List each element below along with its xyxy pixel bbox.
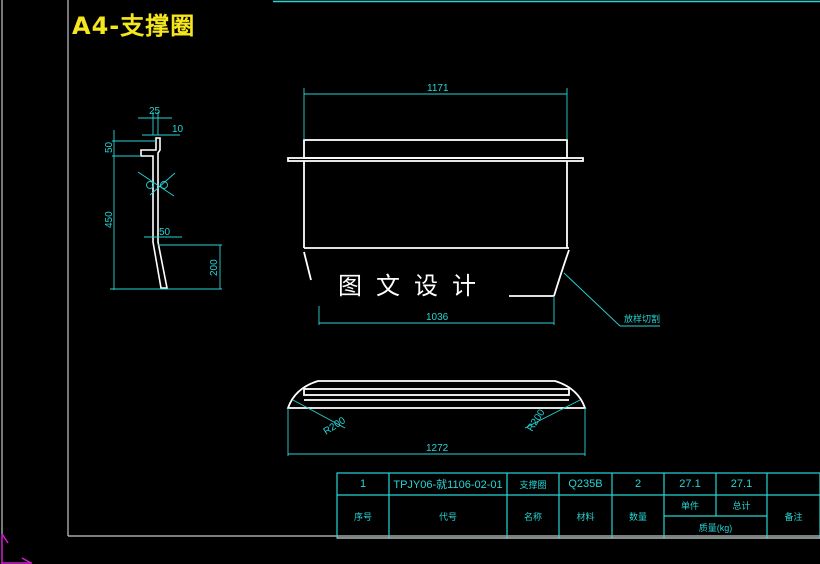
tb-total-weight-value: 27.1 xyxy=(730,478,753,490)
watermark-text: 图文设计 xyxy=(338,272,490,300)
tb-code-header: 代号 xyxy=(438,512,457,522)
dim-200: 200 xyxy=(209,259,220,276)
tb-remark-header: 备注 xyxy=(784,512,803,522)
side-view: 25 10 50 450 50 200 xyxy=(104,106,222,290)
tb-name-value: 支撑圈 xyxy=(519,479,547,490)
tb-unit-header: 单件 xyxy=(680,501,699,511)
dim-25: 25 xyxy=(149,106,161,117)
dim-r200-left: R200 xyxy=(322,415,348,437)
tb-code-value: TPJY06-就1106-02-01 xyxy=(393,479,503,491)
dim-r200-right: R200 xyxy=(525,407,547,433)
tb-seq-value: 1 xyxy=(359,478,367,490)
tb-name-header: 名称 xyxy=(523,512,542,522)
tb-qty-value: 2 xyxy=(634,478,642,490)
dim-1036: 1036 xyxy=(426,312,449,323)
annotation-loft-cut: 放样切割 xyxy=(624,313,660,324)
drawing-frame xyxy=(1,0,820,537)
dim-450: 450 xyxy=(104,211,115,228)
drawing-title: A4-支撑圈 xyxy=(72,12,196,40)
tb-weight-header: 质量(kg) xyxy=(698,522,733,533)
tb-seq-header: 序号 xyxy=(353,512,372,522)
dim-1272: 1272 xyxy=(426,443,449,454)
tb-total-header: 总计 xyxy=(732,501,751,511)
title-block xyxy=(336,472,820,539)
plan-view: 1272 R200 R200 xyxy=(286,380,587,456)
dim-1171: 1171 xyxy=(427,83,449,94)
ucs-icon xyxy=(1,533,32,564)
tb-remark-value xyxy=(767,473,820,495)
tb-material-header: 材料 xyxy=(576,512,595,522)
dim-50-bottom: 50 xyxy=(159,227,171,238)
tb-material-value: Q235B xyxy=(568,478,603,490)
front-view: 1171 1036 放样切割 xyxy=(287,83,660,327)
tb-unit-weight-value: 27.1 xyxy=(679,478,701,490)
dim-10: 10 xyxy=(172,124,184,135)
tb-qty-header: 数量 xyxy=(628,512,647,522)
dim-50-top: 50 xyxy=(104,141,115,153)
